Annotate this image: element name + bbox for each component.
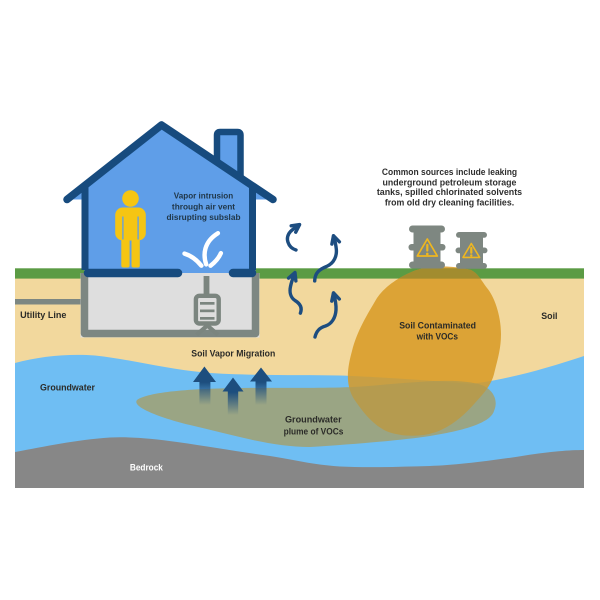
svg-text:through air vent: through air vent: [172, 202, 236, 211]
svg-text:Bedrock: Bedrock: [130, 463, 164, 473]
svg-text:plume of VOCs: plume of VOCs: [284, 427, 344, 437]
svg-text:from old dry cleaning faciliti: from old dry cleaning facilities.: [385, 197, 514, 207]
svg-text:Soil Contaminated: Soil Contaminated: [399, 321, 476, 331]
svg-text:Common sources include leaking: Common sources include leaking: [382, 167, 517, 177]
svg-text:tanks, spilled chlorinated sol: tanks, spilled chlorinated solvents: [377, 187, 522, 197]
svg-text:underground petroleum storage: underground petroleum storage: [383, 177, 517, 187]
svg-text:Groundwater: Groundwater: [285, 415, 342, 425]
svg-text:Soil Vapor Migration: Soil Vapor Migration: [191, 349, 275, 359]
svg-text:Vapor intrusion: Vapor intrusion: [174, 192, 234, 201]
svg-text:Soil: Soil: [541, 311, 557, 321]
svg-text:Utility Line: Utility Line: [20, 310, 66, 320]
svg-text:with VOCs: with VOCs: [416, 331, 458, 341]
svg-text:disrupting subslab: disrupting subslab: [167, 213, 241, 222]
svg-text:Groundwater: Groundwater: [40, 383, 95, 393]
